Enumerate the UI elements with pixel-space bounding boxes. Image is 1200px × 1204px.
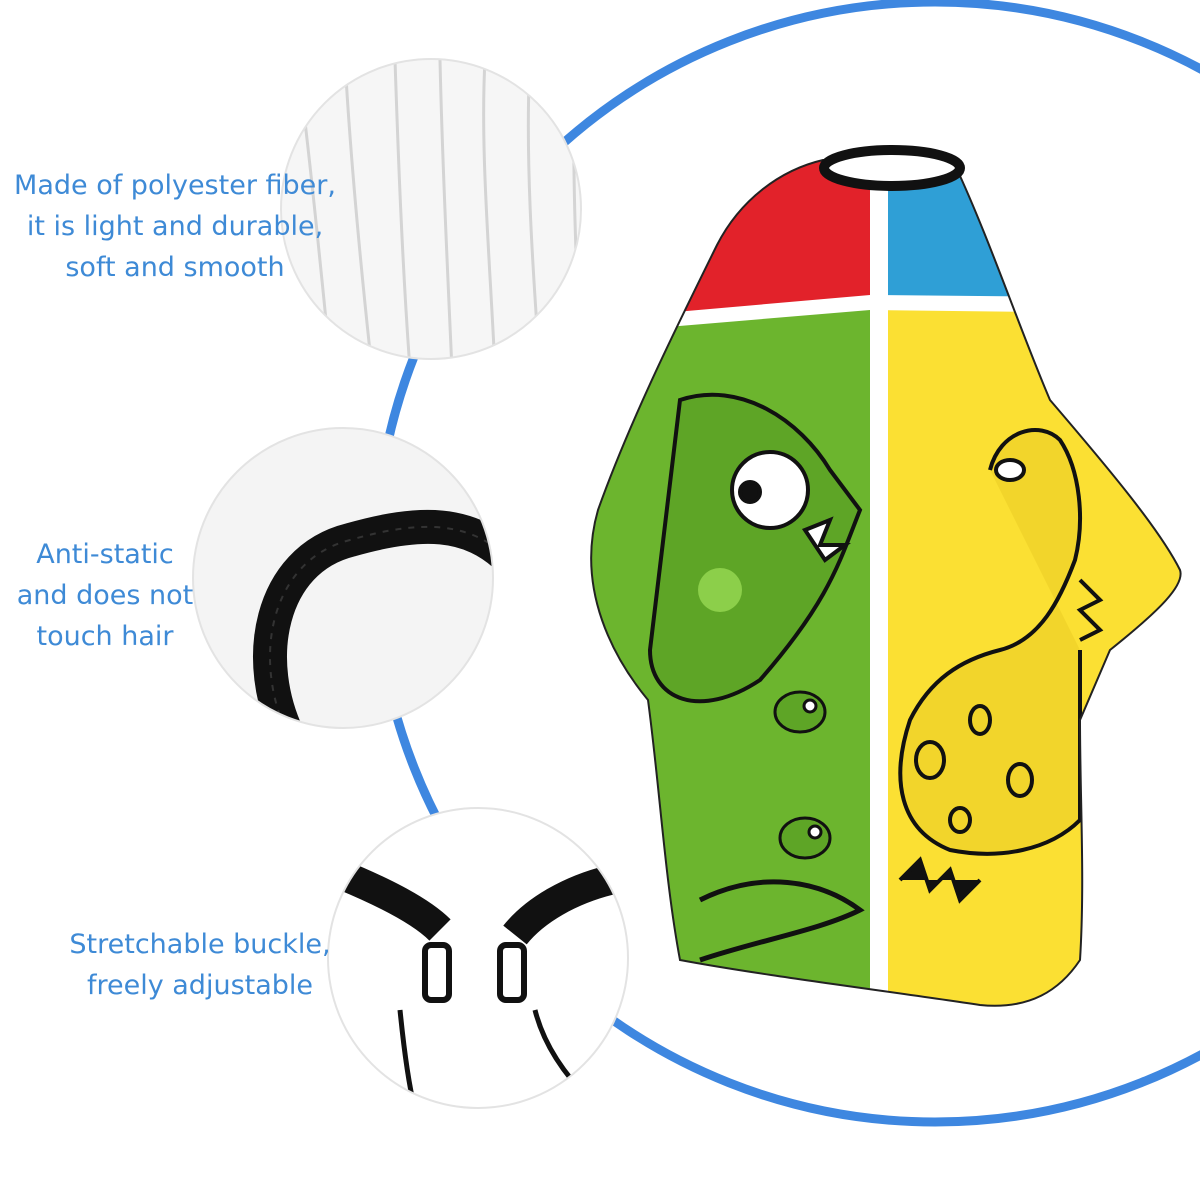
fish-illustration	[773, 690, 832, 860]
feature-text-buckle: Stretchable buckle, freely adjustable	[69, 929, 331, 1001]
cape-neckband	[819, 145, 965, 191]
green-dinosaur-illustration	[647, 392, 863, 704]
feature-text-anti-static: Anti-static and does not touch hair	[16, 539, 194, 652]
buckle-detail-image	[327, 807, 629, 1109]
yellow-dinosaur-illustration	[898, 428, 1104, 904]
feature-text-material: Made of polyester fiber, it is light and…	[14, 170, 336, 283]
green-dinosaur-tail	[698, 879, 865, 963]
barber-cape	[590, 145, 1182, 1007]
neckband-detail-image	[192, 427, 494, 729]
